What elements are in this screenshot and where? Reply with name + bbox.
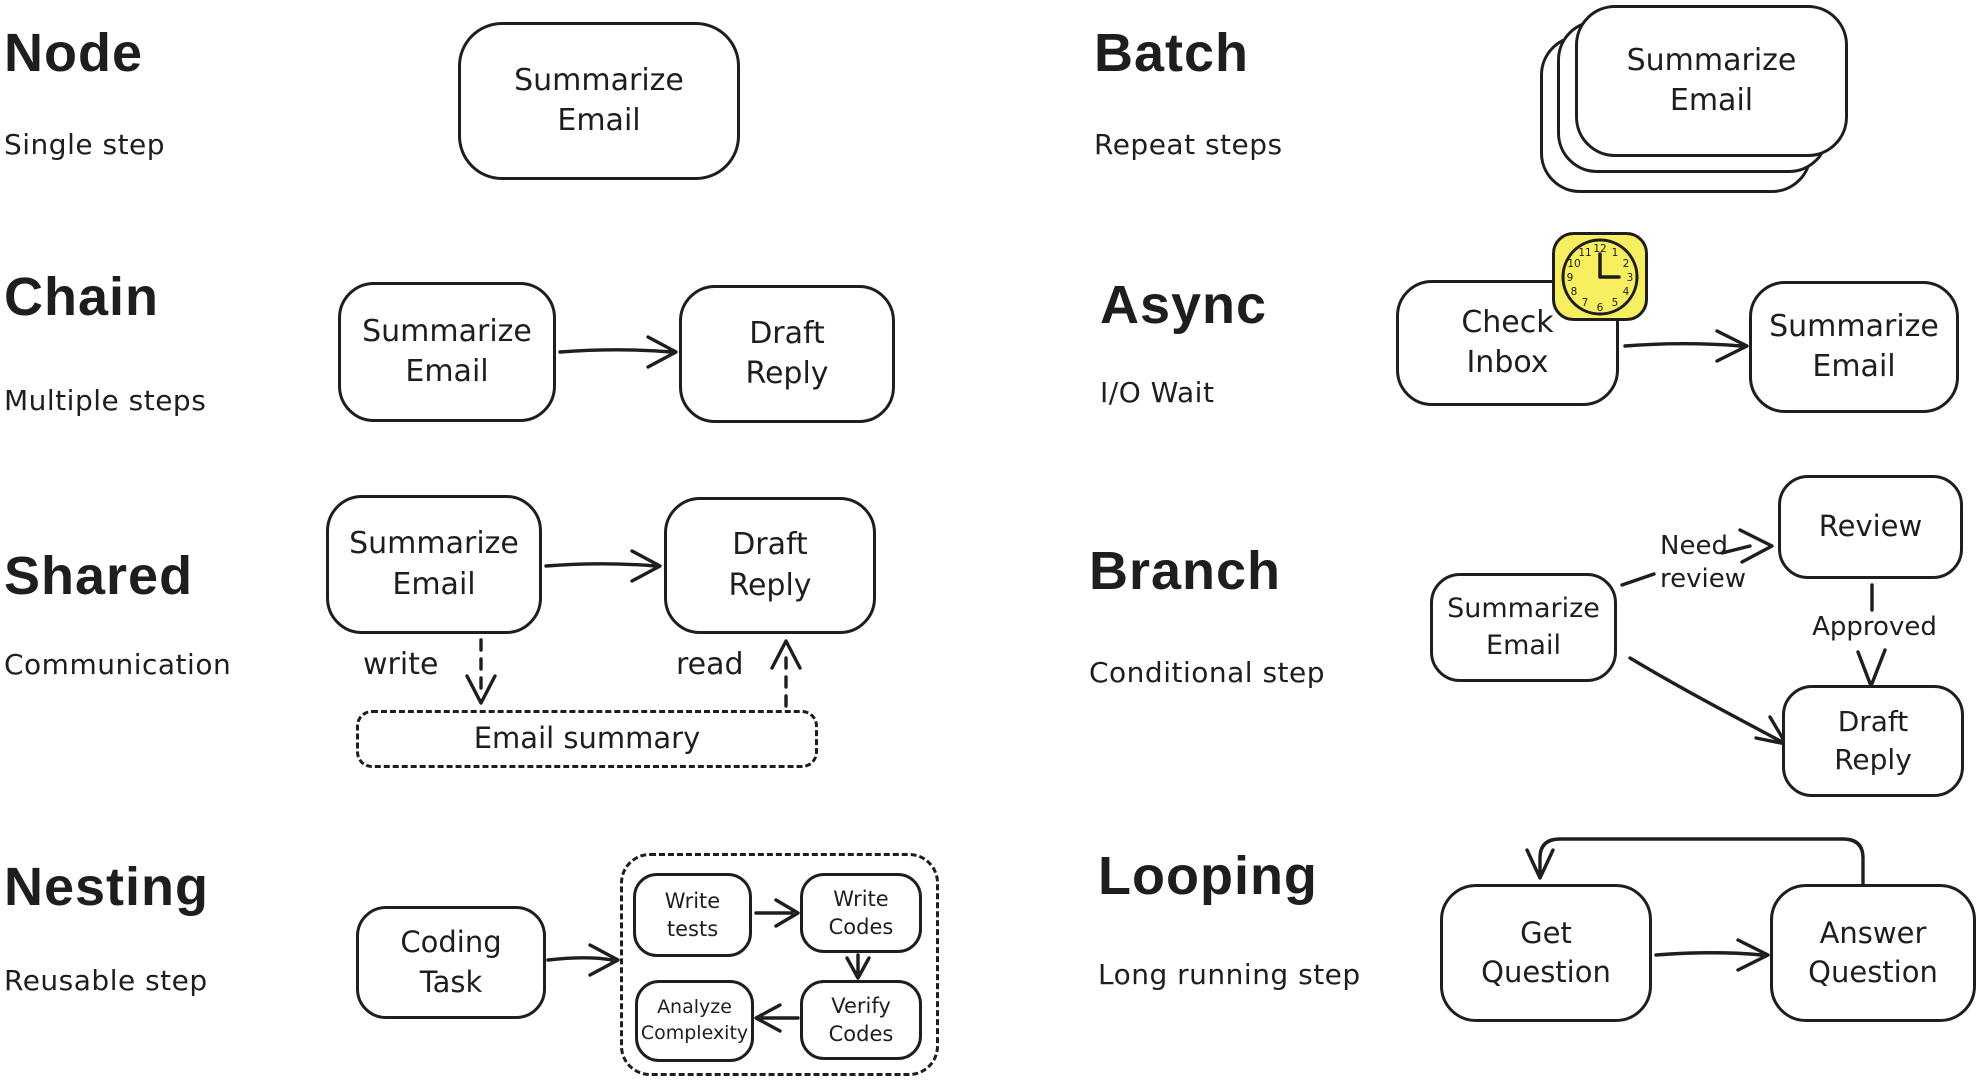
need-review-label: Need review [1660, 531, 1746, 594]
clock-numeral: 2 [1623, 258, 1630, 270]
nesting-box-label: Verify Codes [828, 993, 894, 1046]
looping-box-label: Get Question [1481, 915, 1611, 989]
shared-write-arrowhead [465, 674, 497, 705]
shared-draft-reply-box: Draft Reply [664, 497, 876, 634]
section-subtitle-chain: Multiple steps [4, 384, 207, 417]
batch-summarize-email-box: Summarize Email [1575, 5, 1848, 157]
clock-numeral: 5 [1612, 297, 1619, 309]
branch-review-box: Review [1778, 475, 1963, 579]
async-box-label: Summarize Email [1769, 308, 1939, 385]
clock-numeral: 1 [1612, 247, 1619, 259]
section-subtitle-node: Single step [4, 128, 166, 161]
section-subtitle-shared: Communication [4, 648, 232, 681]
chain-draft-reply-box: Draft Reply [679, 285, 895, 423]
clock-numeral: 7 [1582, 297, 1589, 309]
clock-hands [1598, 252, 1621, 279]
section-title-branch: Branch [1089, 541, 1282, 601]
section-title-chain: Chain [4, 267, 160, 327]
section-subtitle-nesting: Reusable step [4, 964, 208, 997]
clock-numeral: 11 [1578, 247, 1591, 259]
section-title-shared: Shared [4, 546, 194, 606]
approved-arrowhead [1856, 648, 1887, 688]
chain-box-label: Draft Reply [745, 315, 829, 392]
branch-box-label: Summarize Email [1447, 593, 1600, 661]
nesting-write-codes-box: Write Codes [800, 873, 922, 953]
async-arrow [1623, 329, 1749, 363]
approved-label: Approved [1812, 612, 1937, 642]
node-box-label: Summarize Email [514, 62, 684, 139]
clock-numeral: 9 [1567, 272, 1574, 284]
section-subtitle-looping: Long running step [1098, 958, 1361, 991]
shared-store-label: Email summary [473, 721, 701, 756]
nesting-box-label: Analyze Complexity [640, 996, 749, 1044]
async-summarize-email-box: Summarize Email [1749, 281, 1959, 413]
clock-numeral: 4 [1623, 286, 1630, 298]
shared-box-label: Draft Reply [728, 527, 812, 603]
shared-box-label: Summarize Email [349, 526, 519, 602]
section-title-nesting: Nesting [4, 857, 210, 917]
section-title-node: Node [4, 23, 143, 83]
nesting-analyze-complexity-box: Analyze Complexity [635, 980, 754, 1062]
chain-summarize-email-box: Summarize Email [338, 282, 556, 422]
branch-diagonal-arrow [1628, 656, 1788, 746]
section-title-looping: Looping [1098, 846, 1318, 906]
chain-arrow [558, 335, 678, 369]
need-review-tick [1620, 572, 1656, 587]
nesting-box-label: Write Codes [828, 886, 894, 939]
clock-numeral: 6 [1597, 302, 1604, 314]
shared-arrow [544, 549, 662, 583]
looping-box-label: Answer Question [1808, 915, 1938, 989]
branch-summarize-email-box: Summarize Email [1430, 573, 1617, 682]
clock-numeral: 12 [1593, 243, 1606, 255]
branch-draft-reply-box: Draft Reply [1782, 685, 1964, 797]
nesting-box-label: Coding Task [400, 925, 502, 999]
loop-back-arrow [1525, 837, 1865, 886]
clock-numeral: 10 [1567, 258, 1580, 270]
branch-box-label: Draft Reply [1834, 705, 1912, 776]
clock-numeral: 8 [1571, 286, 1578, 298]
section-title-async: Async [1100, 275, 1268, 335]
clock-icon: 12 1 2 3 4 5 6 7 8 9 10 11 [1551, 231, 1649, 322]
chain-box-label: Summarize Email [362, 313, 532, 390]
read-label: read [676, 647, 744, 682]
async-box-label: Check Inbox [1461, 304, 1554, 381]
nesting-coding-task-box: Coding Task [356, 906, 546, 1019]
section-subtitle-async: I/O Wait [1100, 376, 1215, 409]
batch-box-label: Summarize Email [1626, 42, 1797, 119]
node-summarize-email-box: Summarize Email [458, 22, 740, 180]
nesting-write-tests-box: Write tests [633, 873, 752, 957]
looping-get-question-box: Get Question [1440, 884, 1652, 1022]
looping-answer-question-box: Answer Question [1770, 884, 1976, 1022]
nesting-verify-codes-box: Verify Codes [800, 980, 922, 1060]
shared-summarize-email-box: Summarize Email [326, 495, 542, 634]
section-subtitle-branch: Conditional step [1089, 656, 1326, 689]
shared-read-arrowhead [770, 639, 802, 670]
shared-email-summary-store: Email summary [356, 710, 818, 768]
write-label: write [363, 647, 439, 682]
nesting-group-container [620, 853, 939, 1076]
section-subtitle-batch: Repeat steps [1094, 128, 1283, 161]
clock-numeral: 3 [1627, 272, 1634, 284]
looping-arrow [1654, 938, 1770, 972]
section-title-batch: Batch [1094, 23, 1250, 83]
branch-box-label: Review [1818, 509, 1923, 544]
nesting-box-label: Write tests [664, 888, 721, 941]
nesting-arrow [546, 943, 620, 977]
